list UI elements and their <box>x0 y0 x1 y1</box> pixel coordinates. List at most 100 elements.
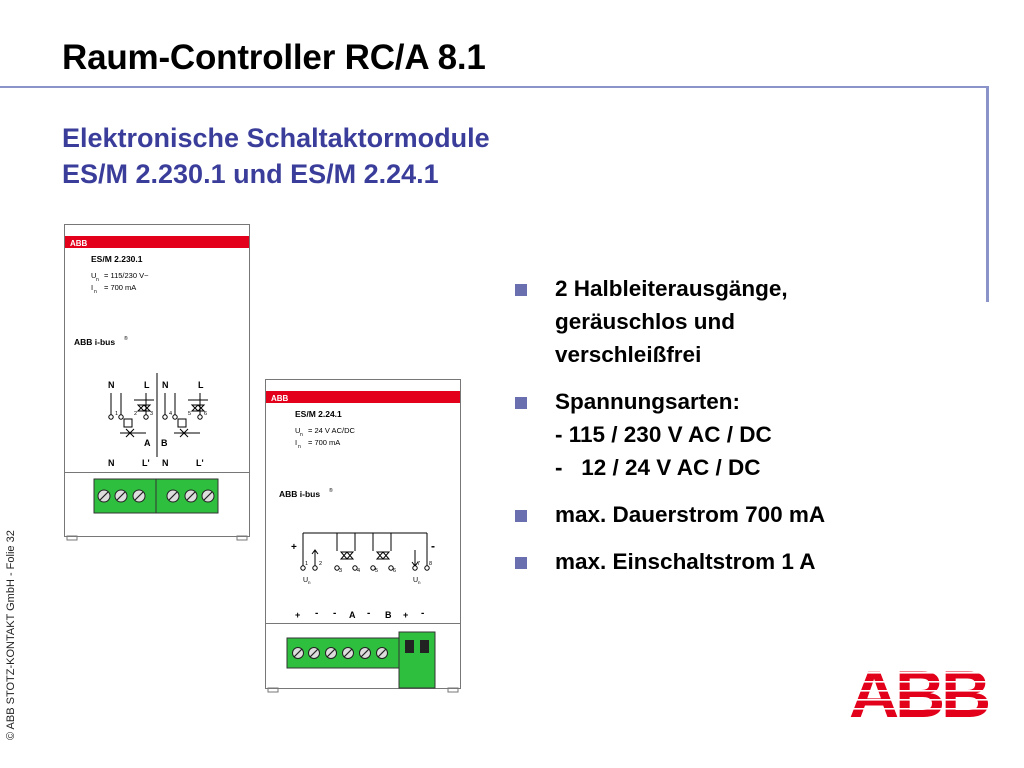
slide-subtitle: Elektronische Schaltaktormodule ES/M 2.2… <box>62 120 490 192</box>
pin-circles <box>108 414 203 420</box>
channel-label: A <box>144 438 151 448</box>
rated-current-sub: n <box>94 289 97 295</box>
bus-label-reg: ® <box>329 487 333 494</box>
module-brand: ABB <box>70 239 88 248</box>
screw-slots <box>293 648 387 658</box>
bullet-line: Spannungsarten: <box>555 389 741 414</box>
un-mark-sub: n <box>308 580 311 585</box>
bullet-item: max. Dauerstrom 700 mA <box>515 498 975 531</box>
terminal-label: L' <box>196 458 204 468</box>
terminal-label: + <box>295 610 300 620</box>
un-mark: U <box>413 577 418 584</box>
pin-number: 6 <box>393 568 396 574</box>
bullet-line: - 115 / 230 V AC / DC <box>555 422 772 447</box>
dc-schematic <box>302 532 428 567</box>
supply-plus: + <box>291 542 297 553</box>
bus-label-reg: ® <box>124 335 128 342</box>
pin-number: 6 <box>204 411 207 417</box>
pin-number: 3 <box>150 411 153 417</box>
rated-current: = 700 mA <box>308 438 340 447</box>
bullet-square-icon <box>515 510 527 522</box>
terminal-label: N <box>162 458 169 468</box>
pin-number: 8 <box>429 561 432 567</box>
terminal-label: N <box>162 380 169 390</box>
abb-logo-stripes <box>848 672 988 710</box>
rated-voltage-label: U <box>295 426 300 435</box>
bullet-square-icon <box>515 397 527 409</box>
pin-number: 7 <box>417 561 420 567</box>
rated-current-label: I <box>91 283 93 292</box>
terminal-label: - <box>333 608 336 619</box>
terminal-label: L' <box>142 458 150 468</box>
bullet-line: geräuschlos und <box>555 309 736 334</box>
terminal-label: L <box>198 380 204 390</box>
subtitle-line-2: ES/M 2.230.1 und ES/M 2.24.1 <box>62 159 439 189</box>
module-name: ES/M 2.24.1 <box>295 409 342 419</box>
slide-footer: © ABB STOTZ-KONTAKT GmbH - Folie 32 <box>5 530 17 740</box>
terminal-label: - <box>315 608 318 619</box>
abb-logo-text: ABB <box>849 663 988 721</box>
abb-logo: ABB <box>848 663 988 721</box>
header-rule <box>0 86 989 88</box>
slide-title: Raum-Controller RC/A 8.1 <box>62 38 486 77</box>
pin-number: 1 <box>115 411 118 417</box>
module-brand: ABB <box>271 394 289 403</box>
rated-current-label: I <box>295 438 297 447</box>
un-mark-sub: n <box>418 580 421 585</box>
terminal-label: L <box>144 380 150 390</box>
bus-label: ABB i-bus <box>279 489 320 499</box>
bus-connector-pin <box>405 640 414 653</box>
pin-number: 2 <box>134 411 137 417</box>
supply-minus: - <box>431 539 435 553</box>
module-name: ES/M 2.230.1 <box>91 254 143 264</box>
channel-label: B <box>161 438 168 448</box>
module-body <box>265 379 461 624</box>
pin-number: 5 <box>375 568 378 574</box>
terminal-label: - <box>367 608 370 619</box>
pin-circles <box>300 565 430 571</box>
pin-number: 1 <box>305 561 308 567</box>
header-rule-vertical <box>986 86 989 302</box>
pin-number: 4 <box>169 411 172 417</box>
terminal-label: N <box>108 380 115 390</box>
bus-connector <box>398 631 436 689</box>
bullet-item: max. Einschaltstrom 1 A <box>515 545 975 578</box>
terminal-label: N <box>108 458 115 468</box>
bullet-line: 2 Halbleiterausgänge, <box>555 276 788 301</box>
module-es-m-2-24-1-diagram: ABB ES/M 2.24.1 U n = 24 V AC/DC I n = 7… <box>265 379 461 693</box>
module-brand-bar <box>266 391 460 403</box>
bullet-square-icon <box>515 557 527 569</box>
pin-number: 3 <box>339 568 342 574</box>
bus-connector-pin <box>420 640 429 653</box>
terminal-label: - <box>421 608 424 619</box>
bullet-item: 2 Halbleiterausgänge, geräuschlos und ve… <box>515 272 975 371</box>
bus-label: ABB i-bus <box>74 337 115 347</box>
rated-current-sub: n <box>298 444 301 450</box>
rated-current: = 700 mA <box>104 283 136 292</box>
bullet-item: Spannungsarten: - 115 / 230 V AC / DC - … <box>515 385 975 484</box>
pin-number: 2 <box>319 561 322 567</box>
screw-slots <box>99 491 213 501</box>
channel-b-schematic <box>164 393 208 438</box>
rated-voltage-sub: n <box>300 432 303 438</box>
subtitle-line-1: Elektronische Schaltaktormodule <box>62 123 490 153</box>
terminal-label: + <box>403 610 408 620</box>
bullet-line: max. Einschaltstrom 1 A <box>555 549 816 574</box>
rated-voltage-sub: n <box>96 277 99 283</box>
pin-number: 4 <box>357 568 360 574</box>
module-brand-bar <box>65 236 249 248</box>
rated-voltage-label: U <box>91 271 96 280</box>
terminal-label: B <box>385 610 392 620</box>
bullet-square-icon <box>515 284 527 296</box>
bullet-line: max. Dauerstrom 700 mA <box>555 502 826 527</box>
rated-voltage: = 115/230 V~ <box>104 271 149 280</box>
bullet-list: 2 Halbleiterausgänge, geräuschlos und ve… <box>515 272 975 592</box>
rated-voltage: = 24 V AC/DC <box>308 426 355 435</box>
pin-number: 5 <box>188 411 191 417</box>
terminal-label: A <box>349 610 356 620</box>
module-es-m-2-230-1-diagram: ABB ES/M 2.230.1 U n = 115/230 V~ I n = … <box>64 224 250 541</box>
bullet-line: verschleißfrei <box>555 342 702 367</box>
channel-a-schematic <box>110 393 154 438</box>
bullet-line: - 12 / 24 V AC / DC <box>555 455 761 480</box>
un-mark: U <box>303 577 308 584</box>
